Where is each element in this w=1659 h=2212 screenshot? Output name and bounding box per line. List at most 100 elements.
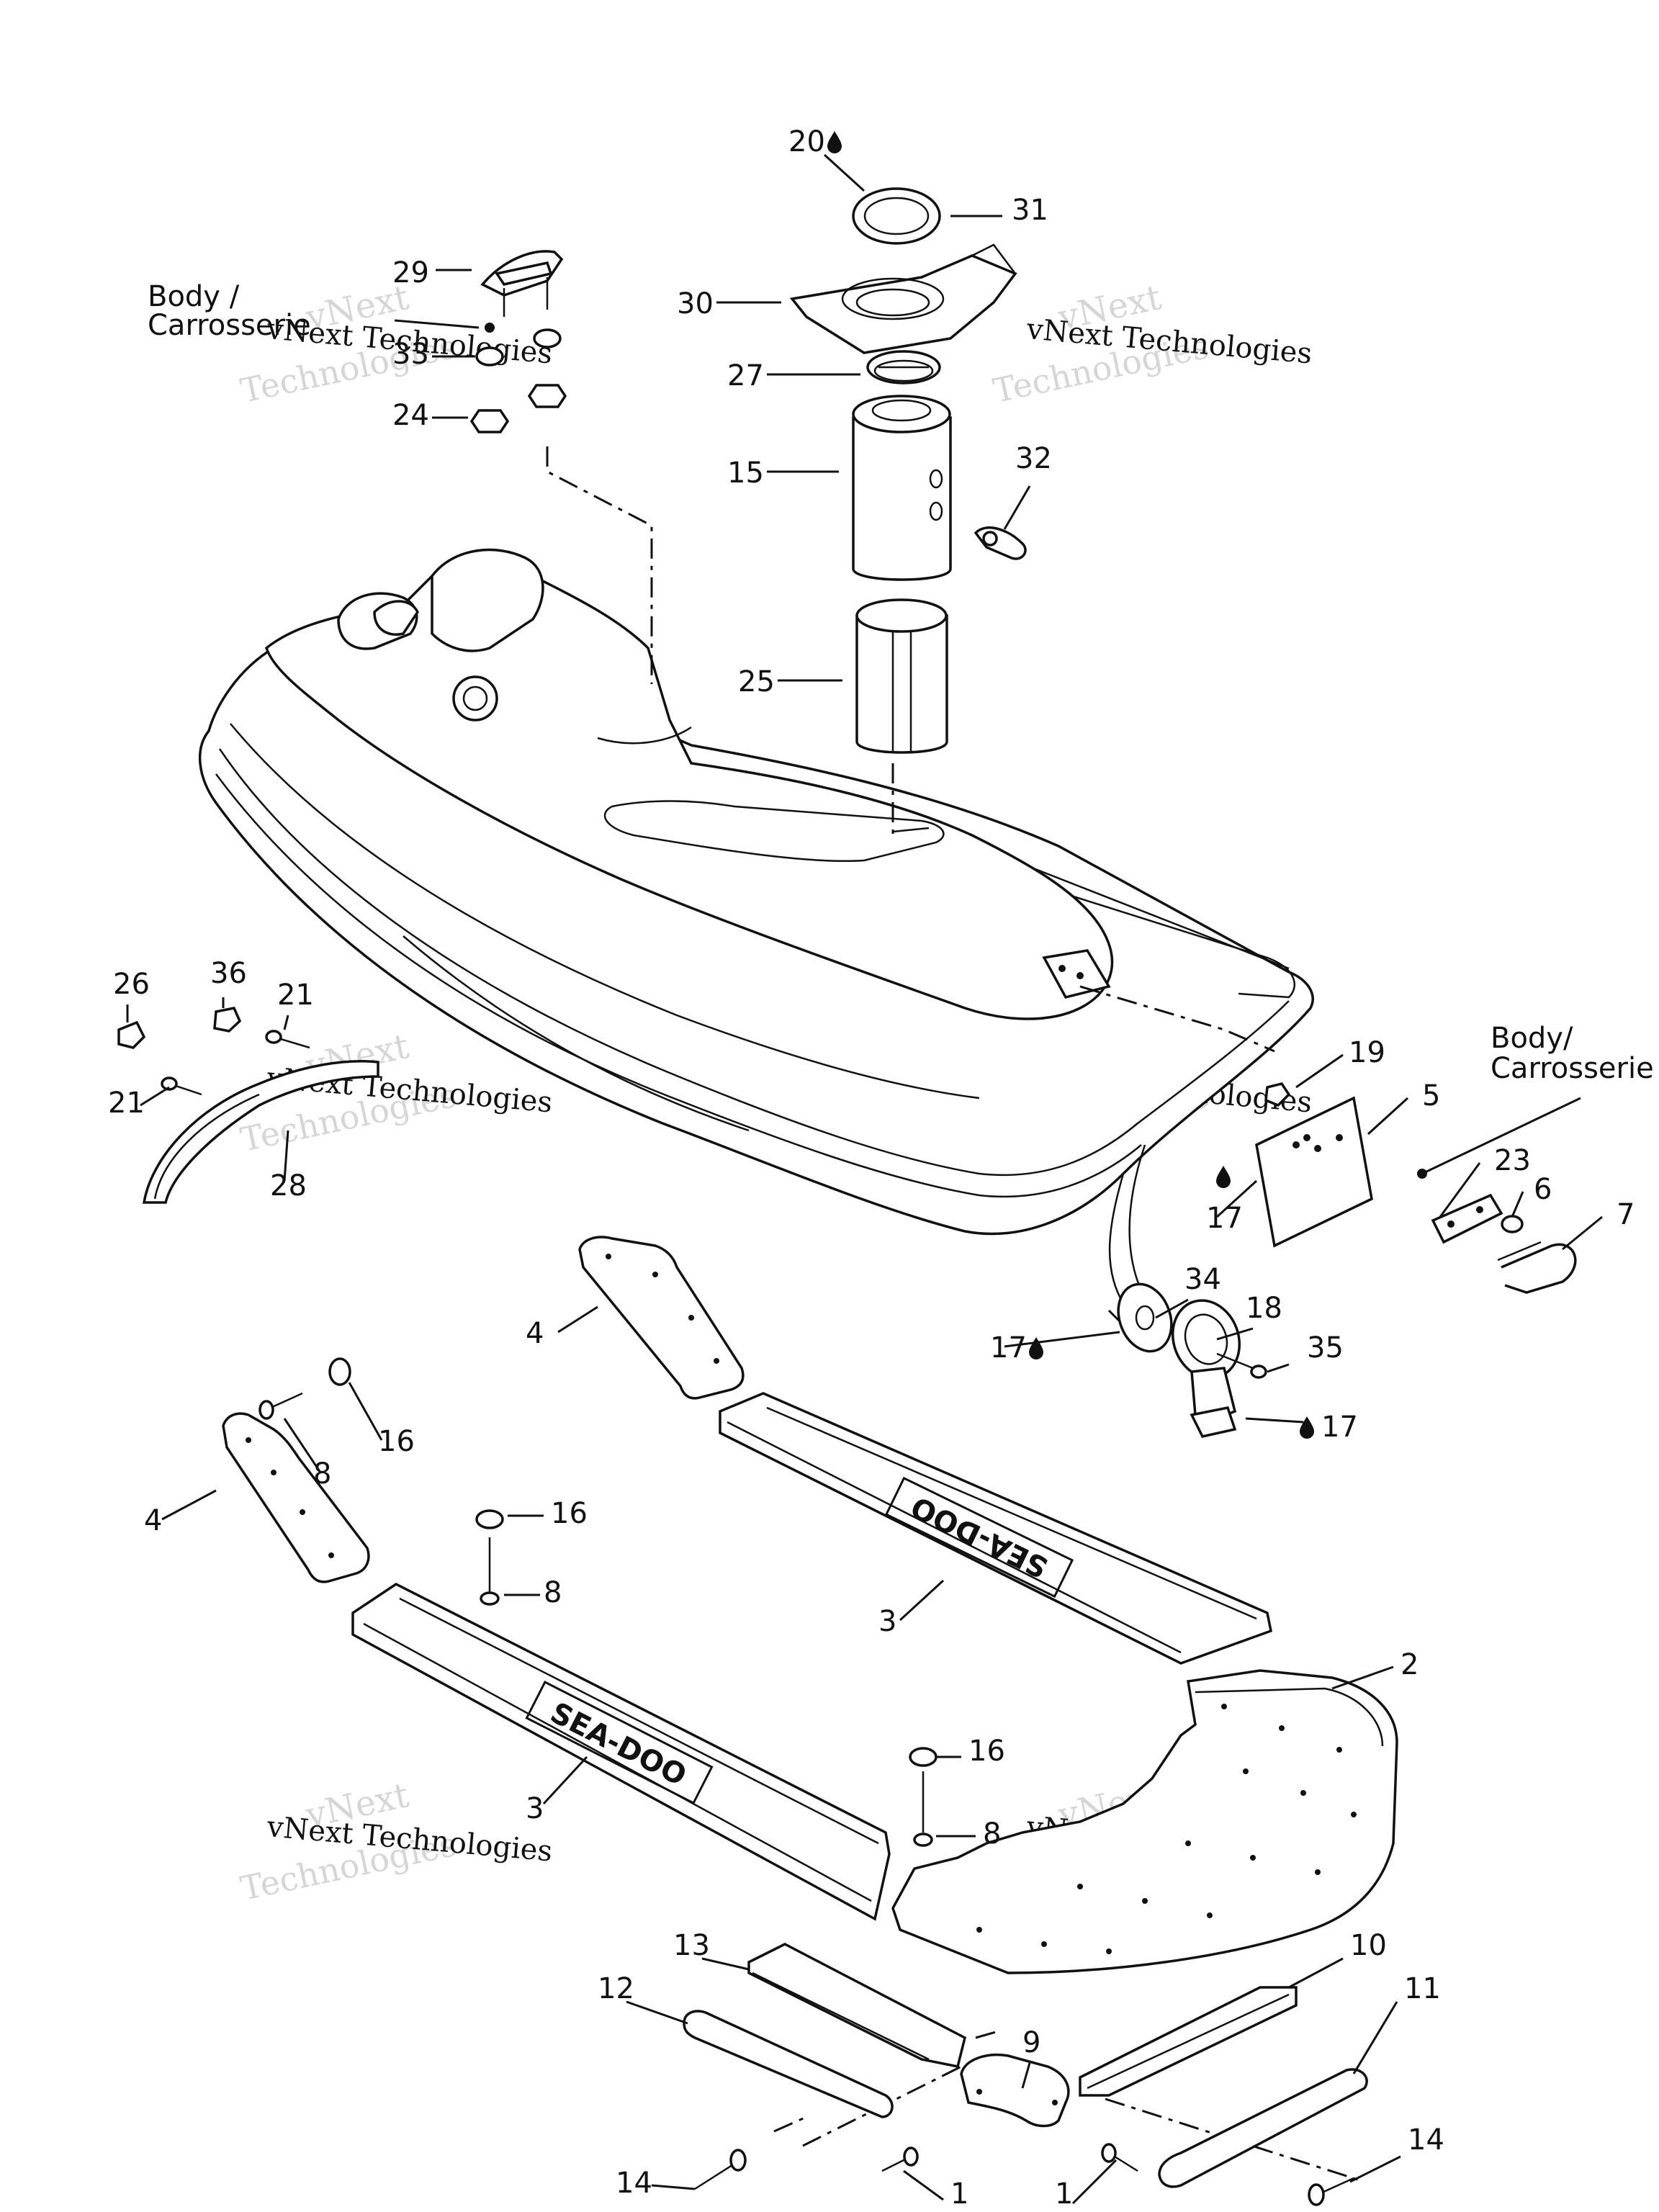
part-5-plate (1255, 1096, 1373, 1248)
part-35-screw (1216, 1352, 1267, 1379)
callout-c1a: 1 (950, 2177, 968, 2211)
part-10-rail (1079, 1986, 1298, 2097)
callout-c31: 31 (1012, 194, 1048, 227)
callout-c35: 35 (1307, 1331, 1344, 1364)
body-label-line2: Carrosserie (148, 309, 311, 342)
part-28-trim (142, 1060, 379, 1204)
callout-c11: 11 (1404, 1972, 1441, 2005)
part-9-cap (960, 2054, 1070, 2128)
body-label-line1: Body / (148, 280, 240, 313)
part-16-cap-a (328, 1357, 351, 1386)
part-15-tube (852, 395, 952, 581)
part-31-ring (852, 187, 941, 245)
part-7-ubolt (1497, 1241, 1577, 1294)
body-label-line2: Carrosserie (1491, 1052, 1654, 1085)
part-30-bracket (789, 243, 1017, 354)
part-1-rivet-b (1101, 2143, 1138, 2172)
callout-c17a: 17 (1206, 1202, 1243, 1235)
part-11-rail (1158, 2068, 1368, 2188)
callout-c3a: 3 (878, 1605, 896, 1638)
callout-c4b: 4 (144, 1504, 162, 1537)
part-19-nut (1264, 1082, 1291, 1107)
body-label-line1: Body/ (1491, 1022, 1573, 1055)
part-29-hinge (480, 250, 564, 333)
part-36-nut (213, 1007, 242, 1033)
part-8-pin-b (480, 1537, 500, 1606)
part-25-sleeve (855, 598, 948, 754)
part-16-cap-b (475, 1509, 504, 1529)
callout-c18: 18 (1246, 1292, 1282, 1325)
part-8-pin-c (913, 1771, 933, 1847)
part-8-pin-a (258, 1392, 303, 1420)
part-12-rail (683, 2010, 894, 2118)
callout-c8b: 8 (544, 1576, 562, 1609)
drop-icon (1300, 1416, 1314, 1439)
callout-c28: 28 (270, 1169, 307, 1202)
watercraft-body (199, 548, 1314, 1311)
callout-c16c: 16 (968, 1735, 1005, 1768)
callout-c24: 24 (392, 399, 429, 432)
callout-c21a: 21 (277, 979, 314, 1012)
callout-c5: 5 (1422, 1079, 1440, 1112)
part-24-nuts (469, 384, 567, 433)
part-14-rivet-b (1308, 2177, 1354, 2206)
part-26-nut (117, 1020, 146, 1049)
drop-icon (827, 131, 842, 153)
part-27-clamp (866, 350, 941, 385)
part-32-clip (974, 526, 1027, 560)
drop-icon (1029, 1337, 1043, 1359)
callout-c23: 23 (1494, 1144, 1531, 1177)
leader-lines (126, 153, 1603, 2205)
callout-c8c: 8 (983, 1817, 1001, 1851)
callout-c33: 33 (392, 338, 429, 371)
callout-c34: 34 (1184, 1263, 1221, 1296)
callout-c13: 13 (673, 1929, 710, 1962)
callout-c26: 26 (113, 968, 150, 1001)
callout-c32: 32 (1015, 442, 1052, 475)
part-16-cap-c (909, 1747, 938, 1767)
part-14-rivet-a (694, 2149, 747, 2190)
body-label-top: Body / Carrosserie (148, 280, 311, 342)
part-4-pad-lower (222, 1412, 370, 1583)
part-3-mat-upper: SEA-DOO (719, 1392, 1273, 1665)
callout-c14b: 14 (1408, 2123, 1444, 2157)
part-6-washer (1501, 1215, 1524, 1233)
callout-c4a: 4 (526, 1317, 544, 1350)
callout-c9: 9 (1022, 2026, 1040, 2059)
callout-c20: 20 (788, 125, 825, 158)
part-4-pad-upper (578, 1236, 745, 1400)
part-2-pad-large (891, 1669, 1398, 1974)
callout-c1b: 1 (1055, 2177, 1073, 2211)
part-3-mat-lower: SEA-DOO (351, 1582, 891, 1921)
part-21-screws (161, 1030, 310, 1096)
part-34-gasket (1117, 1282, 1173, 1353)
body-label-right: Body/ Carrosserie (1491, 1022, 1654, 1085)
callout-c29: 29 (392, 256, 429, 289)
callout-c10: 10 (1350, 1929, 1387, 1962)
callout-c2: 2 (1401, 1648, 1419, 1681)
callout-c30: 30 (677, 287, 714, 320)
callout-c19: 19 (1349, 1036, 1385, 1069)
drop-icon (1216, 1166, 1231, 1188)
callout-c25: 25 (738, 665, 775, 698)
callout-c8a: 8 (313, 1457, 331, 1491)
part-1-rivet-a (881, 2146, 919, 2172)
part-23-plate (1431, 1193, 1503, 1244)
callout-c21b: 21 (108, 1087, 145, 1120)
callout-c6: 6 (1534, 1173, 1552, 1206)
callout-c7: 7 (1617, 1198, 1635, 1231)
part-13-rail (747, 1943, 967, 2069)
callout-c14a: 14 (616, 2167, 652, 2200)
callout-c17c: 17 (1321, 1411, 1358, 1444)
part-33-washers (475, 328, 562, 367)
part-18-drain (1171, 1299, 1241, 1439)
callout-c17b: 17 (990, 1331, 1027, 1364)
callout-c3b: 3 (526, 1792, 544, 1825)
callout-c16b: 16 (551, 1497, 588, 1530)
callout-c27: 27 (727, 359, 764, 392)
callout-c36: 36 (210, 957, 247, 990)
callout-c12: 12 (598, 1972, 634, 2005)
callout-c15: 15 (727, 457, 764, 490)
